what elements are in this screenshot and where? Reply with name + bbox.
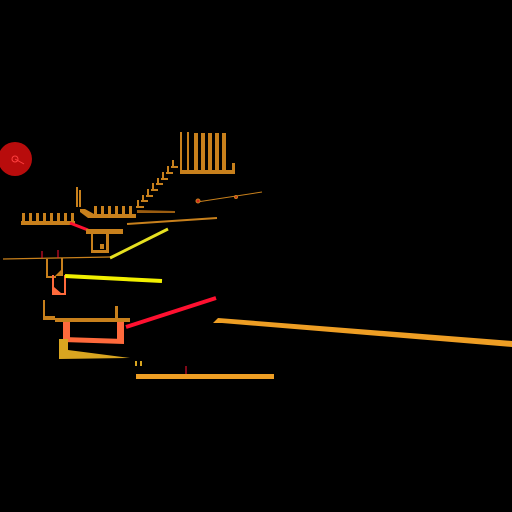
long-beam bbox=[213, 318, 512, 347]
lower-tray bbox=[43, 300, 130, 344]
left-comb-tooth bbox=[64, 213, 67, 221]
stair-riser bbox=[137, 200, 139, 208]
rope bbox=[196, 191, 263, 203]
stair-step bbox=[156, 183, 163, 185]
small-marker bbox=[135, 361, 137, 366]
bucket-bottom bbox=[52, 293, 66, 295]
middle-comb-slope bbox=[80, 209, 94, 218]
stand-cup-left bbox=[91, 234, 93, 252]
stair-riser bbox=[167, 166, 169, 174]
left-comb-base bbox=[21, 221, 75, 225]
stair-riser bbox=[152, 183, 154, 191]
rope-pin bbox=[195, 198, 201, 204]
stair-step bbox=[151, 189, 158, 191]
stair-step bbox=[171, 166, 178, 168]
left-comb-tooth bbox=[22, 213, 25, 221]
basin-bottom bbox=[63, 337, 124, 344]
stair-riser bbox=[157, 178, 159, 185]
coral-bucket bbox=[52, 275, 66, 295]
top-comb-post bbox=[215, 133, 219, 170]
stand-cup-right bbox=[106, 234, 109, 252]
bucket-right bbox=[64, 275, 66, 295]
middle-comb-platform bbox=[80, 206, 175, 218]
bracket-l bbox=[46, 259, 56, 278]
middle-comb-tooth bbox=[108, 206, 111, 214]
left-comb-post bbox=[76, 187, 78, 207]
yellow-ramp-upper bbox=[109, 227, 169, 260]
tray-post bbox=[115, 306, 118, 319]
stair-riser bbox=[142, 195, 144, 202]
bracket-post bbox=[61, 258, 63, 276]
stand-top bbox=[86, 229, 123, 234]
left-comb-tooth bbox=[57, 213, 60, 221]
bracket-wedge bbox=[55, 268, 63, 276]
stair-step bbox=[136, 206, 144, 208]
left-comb-tooth bbox=[29, 213, 32, 221]
stair-riser bbox=[172, 160, 174, 168]
left-comb-tooth bbox=[71, 213, 74, 221]
top-comb-platform bbox=[180, 132, 235, 174]
middle-comb-base bbox=[92, 214, 136, 218]
left-comb-post bbox=[79, 190, 81, 207]
ball[interactable] bbox=[0, 142, 32, 176]
top-comb-post bbox=[222, 133, 226, 170]
top-comb-base bbox=[180, 170, 235, 174]
left-bracket bbox=[46, 258, 63, 278]
left-comb-tooth bbox=[43, 213, 46, 221]
middle-comb-tooth bbox=[129, 206, 132, 214]
bucket-left bbox=[52, 275, 54, 295]
floor-beam bbox=[136, 374, 274, 379]
basin-right bbox=[117, 322, 124, 343]
basin-left bbox=[63, 322, 70, 340]
top-comb-post bbox=[180, 132, 182, 170]
middle-comb-tooth bbox=[101, 206, 104, 214]
stair-step bbox=[161, 178, 168, 180]
upper-rope bbox=[195, 191, 263, 204]
top-comb-post bbox=[232, 163, 235, 170]
middle-comb-tooth bbox=[115, 206, 118, 214]
tray-corner bbox=[43, 300, 55, 320]
olive-wedge bbox=[59, 339, 130, 359]
yellow-ramp-lower bbox=[64, 274, 163, 283]
middle-comb-tooth bbox=[94, 206, 97, 214]
red-ramp-long bbox=[125, 296, 217, 329]
small-stand bbox=[86, 229, 123, 253]
stand-peg bbox=[100, 244, 104, 249]
left-comb-tooth bbox=[36, 213, 39, 221]
middle-comb-tooth bbox=[122, 206, 125, 214]
ball-hub bbox=[11, 155, 19, 163]
middle-ledge bbox=[137, 210, 175, 213]
rope-pin bbox=[234, 195, 238, 199]
top-comb-post bbox=[208, 133, 212, 170]
tray-notch bbox=[92, 318, 98, 320]
left-comb-tooth bbox=[50, 213, 53, 221]
stand-cup-bottom bbox=[91, 250, 109, 253]
small-marker bbox=[140, 361, 142, 366]
staircase bbox=[136, 160, 178, 208]
stair-riser bbox=[162, 172, 164, 180]
tray-notch bbox=[71, 318, 77, 320]
ball-spoke bbox=[14, 158, 25, 165]
red-ramp-short bbox=[69, 221, 89, 232]
bucket-fill bbox=[54, 287, 61, 293]
top-comb-post bbox=[187, 132, 189, 170]
stair-step bbox=[146, 195, 153, 197]
stair-riser bbox=[147, 189, 149, 197]
left-thin-rail bbox=[2, 256, 111, 260]
thin-beam bbox=[126, 217, 218, 225]
top-comb-post bbox=[201, 133, 205, 170]
left-comb-platform bbox=[21, 187, 81, 225]
stair-step bbox=[141, 200, 148, 202]
stair-step bbox=[166, 172, 173, 174]
top-comb-post bbox=[194, 133, 198, 170]
